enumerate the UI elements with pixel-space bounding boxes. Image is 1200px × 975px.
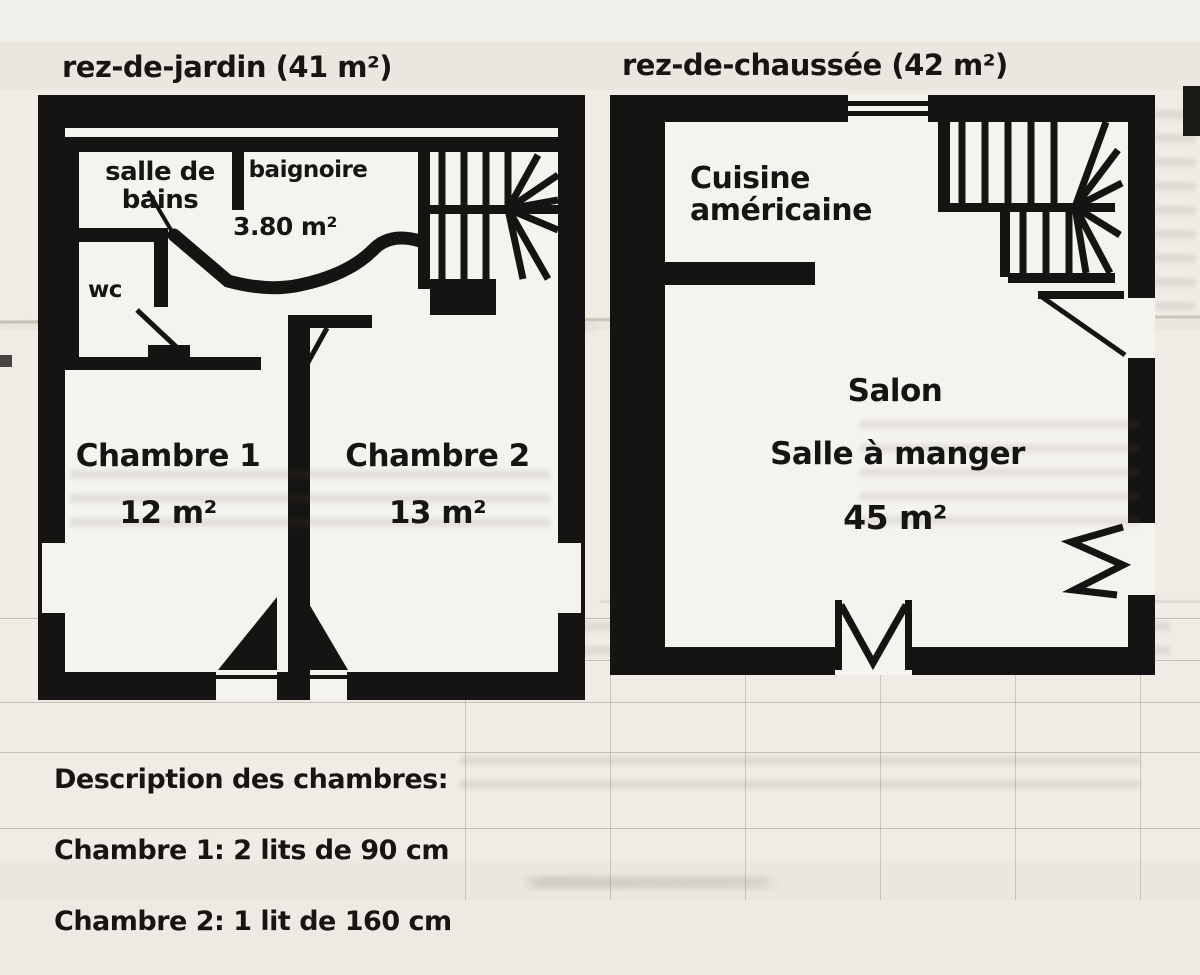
right-door-swing	[1040, 294, 1127, 358]
stair-bottom-wall	[418, 279, 496, 289]
kitchen-stub-wall	[637, 262, 815, 285]
room-label-salon: Salon	[847, 373, 943, 409]
room-label-salle-de-bains: salle de bains	[105, 157, 215, 216]
inner-top-wall	[65, 137, 558, 152]
stair-lower-block	[430, 289, 496, 315]
right-window-zigzag	[1060, 523, 1132, 599]
room-label-baignoire: baignoire	[248, 157, 368, 183]
chambre2-door-swing	[288, 326, 330, 395]
curved-bathroom-wall	[167, 228, 427, 295]
hall-wall-stub	[310, 315, 372, 328]
top-window-line1	[846, 101, 930, 106]
outer-walls	[610, 95, 1155, 675]
description-heading: Description des chambres:	[54, 763, 449, 795]
hall-dividing-wall	[65, 357, 261, 370]
bleed-through-text	[520, 876, 780, 889]
chambre1-door-swing	[135, 308, 189, 359]
description-block: Description des chambres: Chambre 1: 2 l…	[54, 726, 452, 975]
top-window-opening	[848, 95, 928, 122]
stair-left-wall-lower	[1000, 205, 1010, 277]
floor-plan-rez-de-jardin	[38, 95, 585, 700]
room-label-chambre2-area: 13 m²	[388, 495, 487, 531]
bleed-through-table-row	[460, 756, 1140, 790]
threshold-2	[303, 675, 347, 679]
bleed-through-text	[1155, 110, 1195, 310]
right-window-opening	[1128, 523, 1155, 595]
room-label-chambre2: Chambre 2	[345, 438, 530, 474]
floor-plan-rez-de-jardin-drawing	[38, 95, 585, 700]
room-label-cuisine: Cuisine américaine	[690, 161, 872, 229]
scan-edge-mark	[1183, 86, 1200, 136]
stair-left-wall	[418, 152, 430, 279]
room-label-chambre1: Chambre 1	[75, 438, 261, 474]
bottom-door-post-left	[835, 600, 842, 670]
description-chambre2: Chambre 2: 1 lit de 160 cm	[54, 906, 452, 938]
bathroom-door-swing	[146, 189, 176, 237]
bleed-through-rule	[0, 702, 1200, 703]
description-chambre1: Chambre 1: 2 lits de 90 cm	[54, 834, 449, 866]
bottom-door-leaves	[837, 603, 910, 671]
window-left	[42, 543, 65, 613]
floor-plan-rez-de-chaussee	[610, 95, 1155, 680]
stair-mid-rail	[420, 205, 558, 214]
room-label-wc: wc	[88, 277, 122, 303]
window-right	[558, 543, 581, 613]
scanned-floor-plan-sheet: rez-de-jardin (41 m²) rez-de-chaussée (4…	[0, 0, 1200, 937]
stair-left-wall-upper	[938, 122, 950, 210]
threshold-1	[216, 675, 277, 679]
stair-landing-lip	[1038, 291, 1124, 299]
staircase	[938, 120, 1124, 283]
scan-edge-mark	[0, 355, 12, 367]
room-label-chambre1-area: 12 m²	[119, 495, 217, 531]
bottom-door-post-right	[905, 600, 912, 670]
plan-interior	[610, 95, 1155, 675]
stair-mid-rail	[938, 203, 1115, 212]
door-swing-chambre2-bottom	[305, 597, 348, 670]
floor-plan-rez-de-chaussee-drawing	[610, 95, 1155, 675]
stair-bottom-wall	[1008, 273, 1115, 283]
room-label-salon-area: 45 m²	[843, 498, 947, 537]
bedroom-divider-wall	[288, 315, 310, 700]
wc-top-wall	[65, 228, 168, 242]
plan-interior	[38, 95, 585, 700]
right-door-opening	[1128, 298, 1155, 358]
room-label-salle-a-manger: Salle à manger	[770, 436, 1025, 472]
right-floor-title: rez-de-chaussée (42 m²)	[622, 48, 1008, 82]
top-window-line2	[846, 111, 930, 116]
left-floor-title: rez-de-jardin (41 m²)	[62, 50, 392, 84]
stair-treads	[438, 152, 560, 281]
stair-treads	[958, 120, 1124, 275]
wc-right-wall	[154, 242, 168, 307]
bathroom-divider-wall	[232, 152, 244, 210]
inner-left-wall	[65, 137, 79, 370]
room-label-baignoire-area: 3.80 m²	[233, 212, 337, 241]
door-swing-chambre1	[218, 597, 277, 670]
